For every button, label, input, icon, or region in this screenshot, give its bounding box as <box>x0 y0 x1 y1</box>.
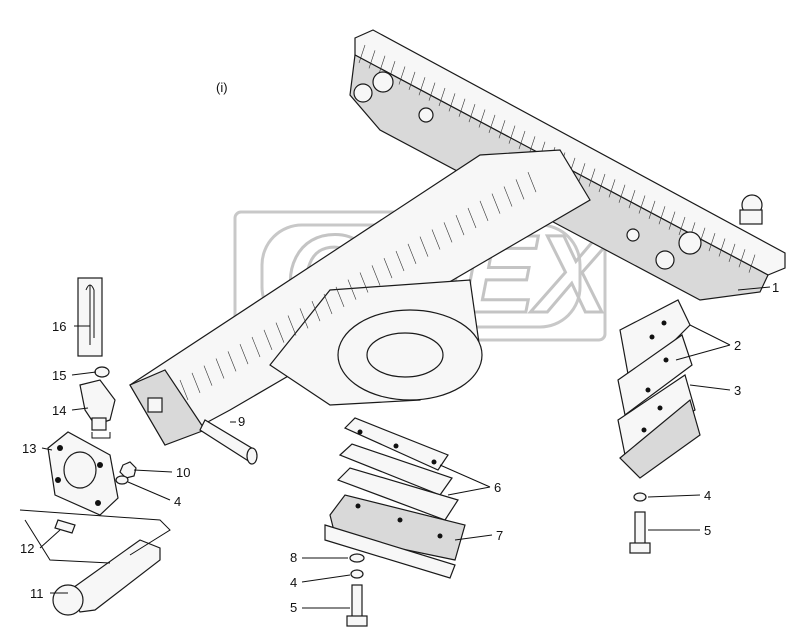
drawbar-frame <box>129 149 591 446</box>
callout-2: 2 <box>734 338 741 353</box>
washer-part-15 <box>94 366 110 378</box>
callout-1: 1 <box>772 280 779 295</box>
stray-mark: (i) <box>216 80 228 95</box>
callout-labels: 1 2 3 4 5 6 7 8 4 5 9 10 4 11 12 13 14 1… <box>20 280 779 615</box>
callout-5-center: 5 <box>290 600 297 615</box>
nut-washer-left <box>115 461 137 485</box>
friction-pads-parts-6-7 <box>324 417 466 579</box>
pin-part-9 <box>199 419 258 465</box>
callout-8: 8 <box>290 550 297 565</box>
bolt-set-center <box>346 553 368 627</box>
callout-13: 13 <box>22 441 36 456</box>
callout-16: 16 <box>52 319 66 334</box>
cotter-pin-part-16 <box>77 277 103 357</box>
callout-11: 11 <box>30 586 44 601</box>
callout-4-right: 4 <box>704 488 711 503</box>
friction-pads-parts-2-3 <box>617 299 701 479</box>
callout-3: 3 <box>734 383 741 398</box>
callout-12: 12 <box>20 541 34 556</box>
callout-15: 15 <box>52 368 66 383</box>
bolt-set-right <box>629 492 651 554</box>
callout-5-right: 5 <box>704 523 711 538</box>
stud-part-12 <box>54 519 76 534</box>
callout-10: 10 <box>176 465 190 480</box>
callout-4-left: 4 <box>174 494 181 509</box>
callout-7: 7 <box>496 528 503 543</box>
callout-4-center: 4 <box>290 575 297 590</box>
callout-9: 9 <box>238 414 245 429</box>
grease-fitting-part-14 <box>79 379 116 431</box>
callout-leaders <box>39 286 771 609</box>
callout-14: 14 <box>52 403 66 418</box>
flange-part-13 <box>47 431 119 516</box>
callout-6: 6 <box>494 480 501 495</box>
